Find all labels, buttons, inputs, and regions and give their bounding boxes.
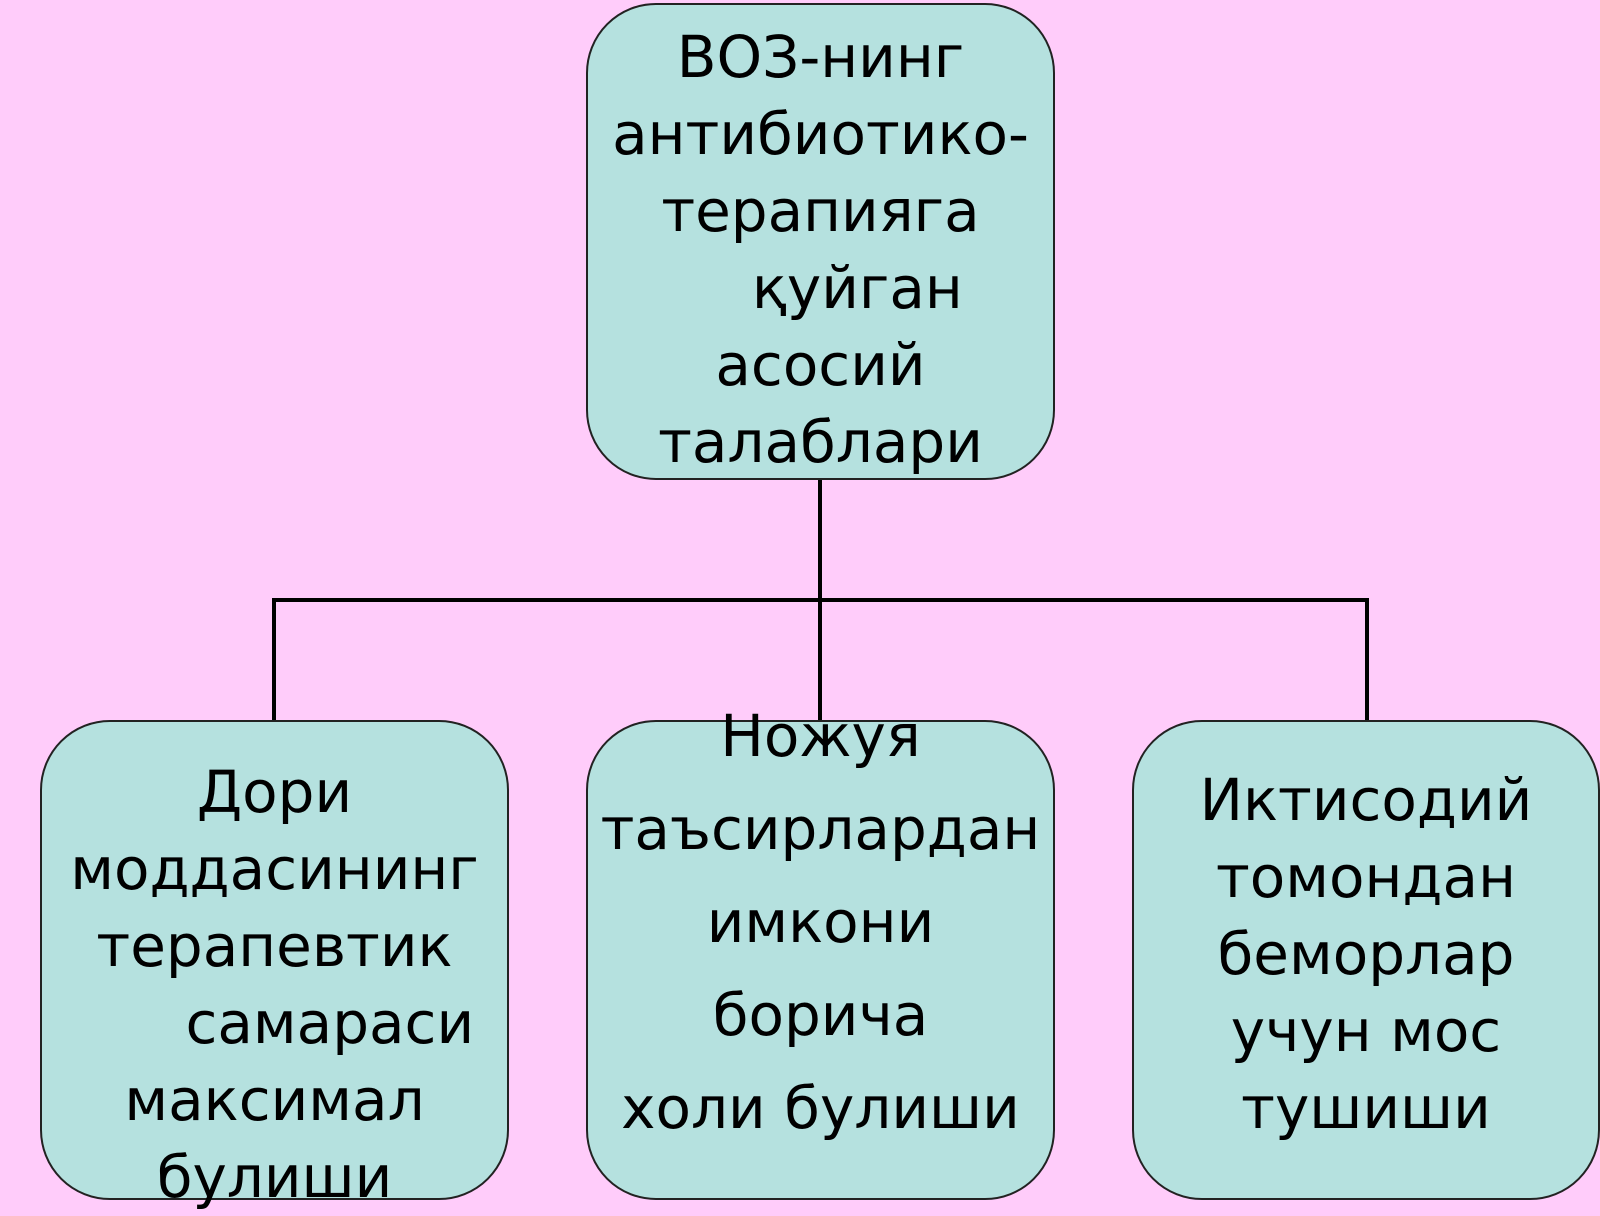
root-node-line: талаблари	[658, 408, 983, 476]
child-node-line: Иктисодий	[1199, 766, 1533, 834]
child-node-line: борича	[712, 981, 929, 1049]
root-node-line: ВОЗ-нинг	[676, 23, 965, 91]
child-node-line: беморлар	[1217, 920, 1515, 988]
child-node-line: самараси	[74, 989, 475, 1057]
child-node-side-effects: Ножуя таъсирлардан имкони борича холи бу…	[586, 702, 1055, 1200]
root-node-line: асосий	[715, 331, 926, 399]
root-node-line: антибиотико-	[612, 100, 1029, 168]
root-node-line: терапияга	[661, 177, 980, 245]
child-node-line: Ножуя	[720, 702, 921, 770]
child-node-line: холи булиши	[621, 1074, 1020, 1142]
child-node-line: учун мос	[1230, 997, 1502, 1065]
child-node-line: таъсирлардан	[600, 795, 1041, 863]
child-node-economic: Иктисодий томондан беморлар учун мос туш…	[1132, 720, 1600, 1200]
root-node: ВОЗ-нинг антибиотико- терапияга қуйган а…	[586, 3, 1055, 480]
root-node-line: қуйган	[678, 254, 963, 322]
child-node-line: булиши	[156, 1143, 393, 1211]
child-node-efficacy: Дори моддасининг терапевтик самараси мак…	[40, 720, 509, 1211]
child-node-line: Дори	[196, 758, 353, 826]
child-node-line: имкони	[706, 888, 935, 956]
child-node-line: тушиши	[1241, 1074, 1491, 1142]
child-node-line: томондан	[1216, 843, 1516, 911]
child-node-line: максимал	[124, 1066, 425, 1134]
child-node-line: моддасининг	[70, 835, 479, 903]
child-node-line: терапевтик	[96, 912, 453, 980]
